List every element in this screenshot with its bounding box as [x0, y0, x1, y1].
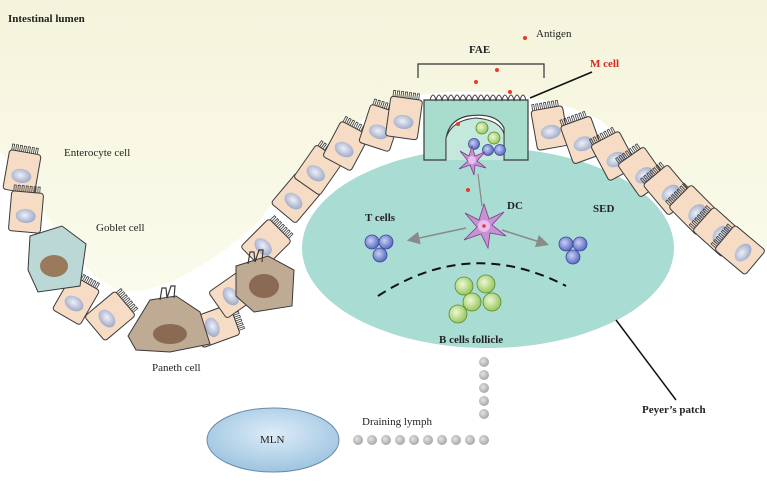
t-cell-cluster-left	[364, 234, 394, 263]
lymph-dot	[465, 435, 475, 445]
lymph-dot	[409, 435, 419, 445]
label-fae: FAE	[469, 44, 491, 56]
lymph-dot	[479, 409, 489, 419]
label-peyers-patch: Peyer’s patch	[642, 404, 706, 416]
paneth-cell-right	[235, 249, 295, 313]
label-mln: MLN	[260, 434, 285, 446]
arrow-to-t-cells-right	[501, 229, 550, 248]
label-b-cells-follicle: B cells follicle	[439, 334, 504, 346]
label-enterocyte-cell: Enterocyte cell	[64, 147, 131, 159]
dc-cell-main	[463, 202, 507, 250]
lymph-dot	[479, 357, 489, 367]
enterocyte-cell	[710, 223, 765, 275]
enterocyte-cell	[8, 184, 44, 234]
t-cell-cluster-right	[558, 236, 588, 265]
lymph-dot	[479, 383, 489, 393]
enterocyte-cell	[323, 115, 370, 171]
label-sed: SED	[593, 203, 615, 215]
lymph-dot	[423, 435, 433, 445]
dc-cell-upper	[458, 144, 487, 176]
label-draining-lymph: Draining lymph	[362, 416, 432, 428]
dc-migration-line	[477, 173, 483, 207]
label-paneth-cell: Paneth cell	[152, 362, 201, 374]
lymph-dot	[353, 435, 363, 445]
arrow-to-t-cells	[406, 227, 467, 245]
label-dc: DC	[507, 200, 523, 212]
m-cell-pocket-lymphocytes	[468, 121, 506, 156]
intestinal-lumen-area	[0, 0, 767, 292]
mln-node	[206, 407, 340, 473]
m-cell-pointer	[529, 71, 593, 99]
label-goblet-cell: Goblet cell	[96, 222, 145, 234]
label-intestinal-lumen: Intestinal lumen	[8, 13, 85, 25]
lymph-dot	[479, 396, 489, 406]
lymph-dot	[381, 435, 391, 445]
fae-bracket	[417, 63, 545, 78]
follicle-boundary	[377, 262, 567, 297]
b-cell-follicle-cells	[448, 274, 502, 324]
lymph-dot	[479, 435, 489, 445]
label-t-cells: T cells	[365, 212, 396, 224]
lymph-dot	[479, 370, 489, 380]
lymph-dot	[367, 435, 377, 445]
label-antigen: Antigen	[536, 28, 572, 40]
peyers-patch-pointer	[615, 319, 677, 401]
lymph-dot	[395, 435, 405, 445]
draining-lymph-dots	[353, 357, 489, 445]
enterocyte-cell	[85, 287, 139, 341]
antigen-dots	[456, 36, 527, 192]
lymph-dot	[437, 435, 447, 445]
goblet-cell	[27, 225, 87, 293]
enterocyte-cell	[2, 143, 42, 195]
label-m-cell: M cell	[590, 58, 620, 70]
epithelium-layer	[2, 89, 765, 348]
enterocyte-cell	[530, 99, 570, 151]
enterocyte-cell	[559, 110, 604, 164]
lymph-dot	[451, 435, 461, 445]
enterocyte-cell	[385, 89, 423, 141]
paneth-cell-left	[127, 285, 211, 353]
